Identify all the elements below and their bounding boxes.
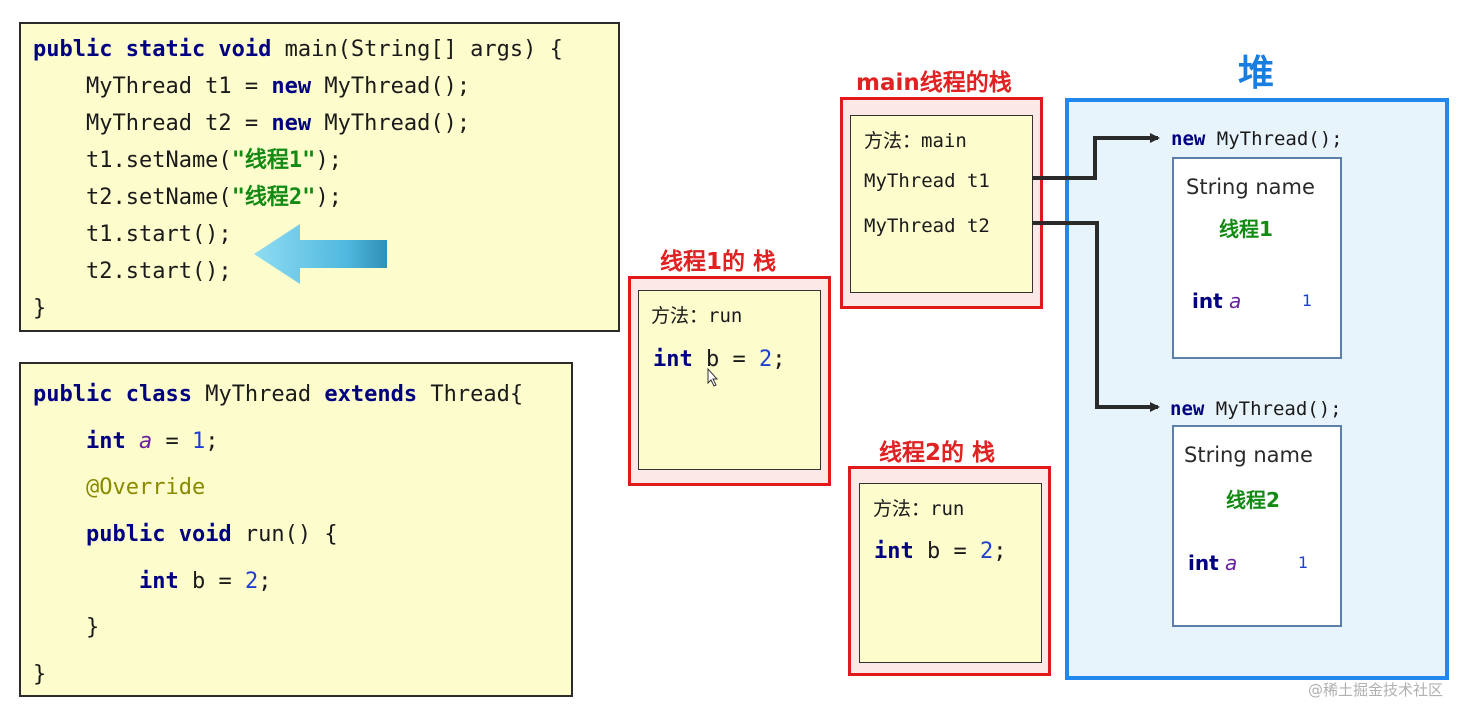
code-text: t2.setName( <box>33 185 232 210</box>
code-text: MyThread(); <box>311 74 471 99</box>
code-line: } <box>33 662 47 687</box>
code-text <box>33 429 86 454</box>
code-text: run() { <box>231 522 338 547</box>
frame-method-label: 方法：run <box>873 498 965 520</box>
code-text: main(String[] args) { <box>271 37 563 62</box>
heap-object1-label: new MyThread(); <box>1171 128 1343 150</box>
keyword: public static void <box>33 37 272 62</box>
code-line: } <box>33 296 47 321</box>
field-name: a <box>1225 551 1238 575</box>
code-text: ; <box>258 569 272 594</box>
code-line: t2.start(); <box>33 259 232 284</box>
code-text <box>33 522 86 547</box>
heap-object2: String name 线程2 int a 1 <box>1172 425 1342 627</box>
code-text: b = <box>178 569 245 594</box>
main-stack: 方法：main MyThread t1 MyThread t2 <box>840 97 1043 309</box>
thread1-stack-title: 线程1的 栈 <box>660 249 777 275</box>
number-literal: 2 <box>979 539 994 564</box>
name-value: 线程2 <box>1226 488 1280 512</box>
code-line: MyThread t1 = new MyThread(); <box>33 73 470 101</box>
keyword: public class <box>33 382 192 407</box>
number-literal: 2 <box>244 569 259 594</box>
keyword: int <box>138 569 179 594</box>
keyword: int <box>1188 551 1219 575</box>
field-name: a <box>1229 289 1242 313</box>
keyword: int <box>1192 289 1223 313</box>
local-var-t2: MyThread t2 <box>864 215 990 237</box>
code-text: t1.setName( <box>33 148 232 173</box>
keyword: public void <box>85 522 232 547</box>
code-line: } <box>33 615 100 640</box>
int-field-row: int a <box>1188 551 1237 575</box>
keyword: new <box>271 74 312 99</box>
override-annotation: @Override <box>33 475 206 500</box>
heap-title: 堆 <box>1238 53 1275 94</box>
main-frame: 方法：main MyThread t1 MyThread t2 <box>850 115 1033 293</box>
local-var-b: int b = 2; <box>874 539 1006 564</box>
code-line: public class MyThread extends Thread{ <box>33 381 523 409</box>
field-name: a <box>138 429 153 454</box>
code-line: int b = 2; <box>33 568 271 596</box>
code-text: ; <box>205 429 219 454</box>
keyword: int <box>85 429 126 454</box>
code-line: t1.setName("线程1"); <box>33 147 342 175</box>
code-text: b = <box>692 347 759 372</box>
int-value: 1 <box>1302 291 1313 310</box>
keyword: int <box>653 347 693 372</box>
code-line: t2.setName("线程2"); <box>33 184 342 212</box>
code-text: ); <box>315 148 342 173</box>
heap-object1: String name 线程1 int a 1 <box>1172 157 1342 359</box>
int-field-row: int a <box>1192 289 1241 313</box>
code-text: MyThread t2 = <box>33 111 272 136</box>
keyword: int <box>874 539 914 564</box>
mythread-class-code: public class MyThread extends Thread{ in… <box>19 362 573 697</box>
main-stack-title: main线程的栈 <box>856 70 1012 96</box>
number-literal: 2 <box>758 347 773 372</box>
code-text: = <box>152 429 192 454</box>
code-text <box>33 569 139 594</box>
code-line: public static void main(String[] args) { <box>33 36 563 64</box>
thread2-stack-title: 线程2的 栈 <box>879 440 996 466</box>
watermark: @稀土掘金技术社区 <box>1307 681 1443 699</box>
thread1-stack: 方法：run int b = 2; <box>628 276 831 486</box>
code-text: ; <box>993 539 1007 564</box>
code-text: MyThread t1 = <box>33 74 272 99</box>
main-method-code: public static void main(String[] args) {… <box>19 22 620 332</box>
field-name-label: String name <box>1186 175 1315 199</box>
thread1-run-frame: 方法：run int b = 2; <box>638 290 821 470</box>
code-text: Thread{ <box>417 382 524 407</box>
keyword: new <box>1171 128 1206 150</box>
code-line: t1.start(); <box>33 222 232 247</box>
code-text: MyThread(); <box>311 111 471 136</box>
name-value: 线程1 <box>1219 217 1273 241</box>
code-line: public void run() { <box>33 521 338 549</box>
code-text <box>126 429 139 454</box>
code-text: MyThread <box>191 382 325 407</box>
keyword: extends <box>324 382 418 407</box>
string-literal: "线程1" <box>231 148 316 173</box>
code-text: MyThread(); <box>1205 128 1343 150</box>
code-text: ; <box>772 347 786 372</box>
local-var-t1: MyThread t1 <box>864 170 990 192</box>
frame-method-label: 方法：run <box>651 305 743 327</box>
string-literal: "线程2" <box>231 185 316 210</box>
code-line: MyThread t2 = new MyThread(); <box>33 110 470 138</box>
int-value: 1 <box>1298 553 1309 572</box>
thread2-stack: 方法：run int b = 2; <box>848 466 1051 676</box>
code-line: int a = 1; <box>33 428 219 456</box>
field-name-label: String name <box>1184 443 1313 467</box>
keyword: new <box>271 111 312 136</box>
number-literal: 1 <box>191 429 206 454</box>
code-text: MyThread(); <box>1204 398 1342 420</box>
thread2-run-frame: 方法：run int b = 2; <box>859 483 1042 663</box>
keyword: new <box>1170 398 1205 420</box>
heap-object2-label: new MyThread(); <box>1170 398 1342 420</box>
code-text: b = <box>913 539 980 564</box>
frame-method-label: 方法：main <box>864 130 967 152</box>
code-text: ); <box>315 185 342 210</box>
local-var-b: int b = 2; <box>653 347 785 372</box>
